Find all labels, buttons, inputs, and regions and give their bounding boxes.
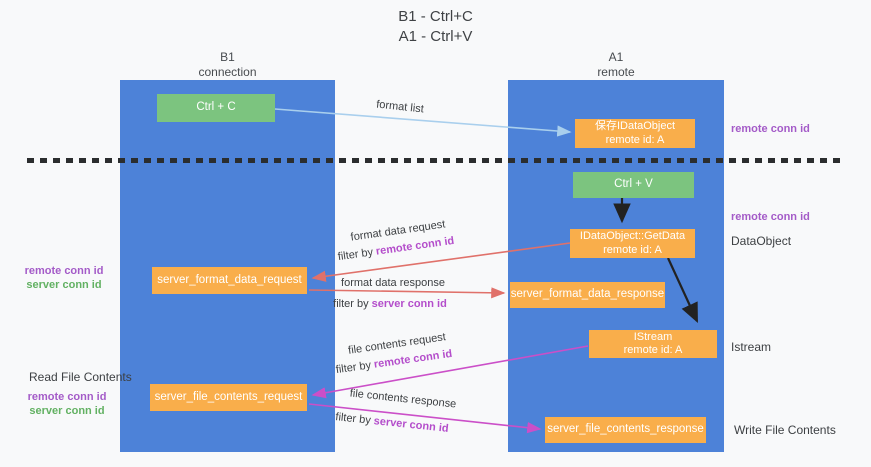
- left-server-conn-id-bottom: server conn id: [29, 405, 105, 417]
- server-conn-id-highlight: server conn id: [373, 415, 450, 435]
- left-remote-conn-id-top: remote conn id: [24, 265, 104, 277]
- node-ctrl-v-label: Ctrl + V: [614, 178, 653, 191]
- lane-b1-role: connection: [198, 65, 257, 79]
- node-istream-line2: remote id: A: [623, 344, 683, 356]
- lane-header-a1: A1 remote: [508, 50, 724, 80]
- left-conn-ids-top: remote conn id server conn id: [16, 264, 112, 292]
- node-server-file-contents-response: server_file_contents_response: [545, 417, 706, 443]
- node-server-format-data-response-label: server_format_data_response: [510, 288, 665, 301]
- filter-by-text: filter by: [334, 411, 372, 427]
- node-ctrl-c: Ctrl + C: [157, 94, 275, 122]
- node-ctrl-v: Ctrl + V: [573, 172, 694, 198]
- left-remote-conn-id-bottom: remote conn id: [27, 391, 107, 403]
- node-idataobject-getdata: IDataObject::GetData remote id: A: [570, 229, 695, 258]
- dashed-separator-line: [27, 158, 845, 163]
- node-save-idataobject-line2: remote id: A: [605, 133, 665, 146]
- edge-label-format-list: format list: [375, 98, 425, 116]
- node-istream-line1: IStream: [633, 330, 673, 343]
- left-conn-ids-bottom: remote conn id server conn id: [19, 390, 115, 418]
- diagram-title: B1 - Ctrl+C A1 - Ctrl+V: [0, 7, 871, 47]
- node-save-idataobject: 保存IDataObject remote id: A: [575, 119, 695, 148]
- node-server-file-contents-request: server_file_contents_request: [150, 384, 307, 411]
- lane-b1-name: B1: [220, 50, 235, 64]
- filter-by-text: filter by: [335, 359, 372, 377]
- left-label-read-file-contents: Read File Contents: [29, 370, 132, 384]
- filter-by-text: filter by: [337, 246, 374, 264]
- filter-by-text: filter by: [333, 298, 369, 310]
- right-remote-conn-id-top: remote conn id: [731, 123, 810, 135]
- title-line-1: B1 - Ctrl+C: [398, 8, 473, 25]
- node-server-file-contents-response-label: server_file_contents_response: [547, 423, 704, 436]
- node-istream: IStream remote id: A: [589, 330, 717, 358]
- node-server-format-data-request-label: server_format_data_request: [157, 273, 302, 286]
- right-label-dataobject: DataObject: [731, 234, 792, 248]
- edge-label-file-contents-response: file contents response: [349, 387, 457, 411]
- lane-header-b1: B1 connection: [120, 50, 335, 80]
- arrow-format-data-response: [308, 287, 506, 299]
- node-idataobject-getdata-line2: remote id: A: [603, 243, 662, 256]
- right-label-write-file-contents: Write File Contents: [734, 423, 836, 437]
- right-remote-conn-id-mid: remote conn id: [731, 211, 810, 223]
- lane-a1-role: remote: [597, 65, 635, 79]
- node-idataobject-getdata-line1: IDataObject::GetData: [579, 230, 686, 242]
- left-server-conn-id-top: server conn id: [26, 279, 102, 291]
- edge-label-format-data-response: format data response: [341, 277, 445, 289]
- node-server-format-data-request: server_format_data_request: [152, 267, 307, 294]
- node-server-file-contents-request-label: server_file_contents_request: [154, 390, 303, 403]
- node-save-idataobject-line1: 保存IDataObject: [594, 120, 676, 132]
- server-conn-id-highlight: server conn id: [371, 298, 447, 310]
- node-ctrl-c-label: Ctrl + C: [196, 101, 236, 114]
- node-server-format-data-response: server_format_data_response: [510, 282, 665, 308]
- right-label-istream: Istream: [731, 340, 772, 354]
- title-line-2: A1 - Ctrl+V: [398, 28, 473, 45]
- lane-a1-name: A1: [608, 50, 624, 64]
